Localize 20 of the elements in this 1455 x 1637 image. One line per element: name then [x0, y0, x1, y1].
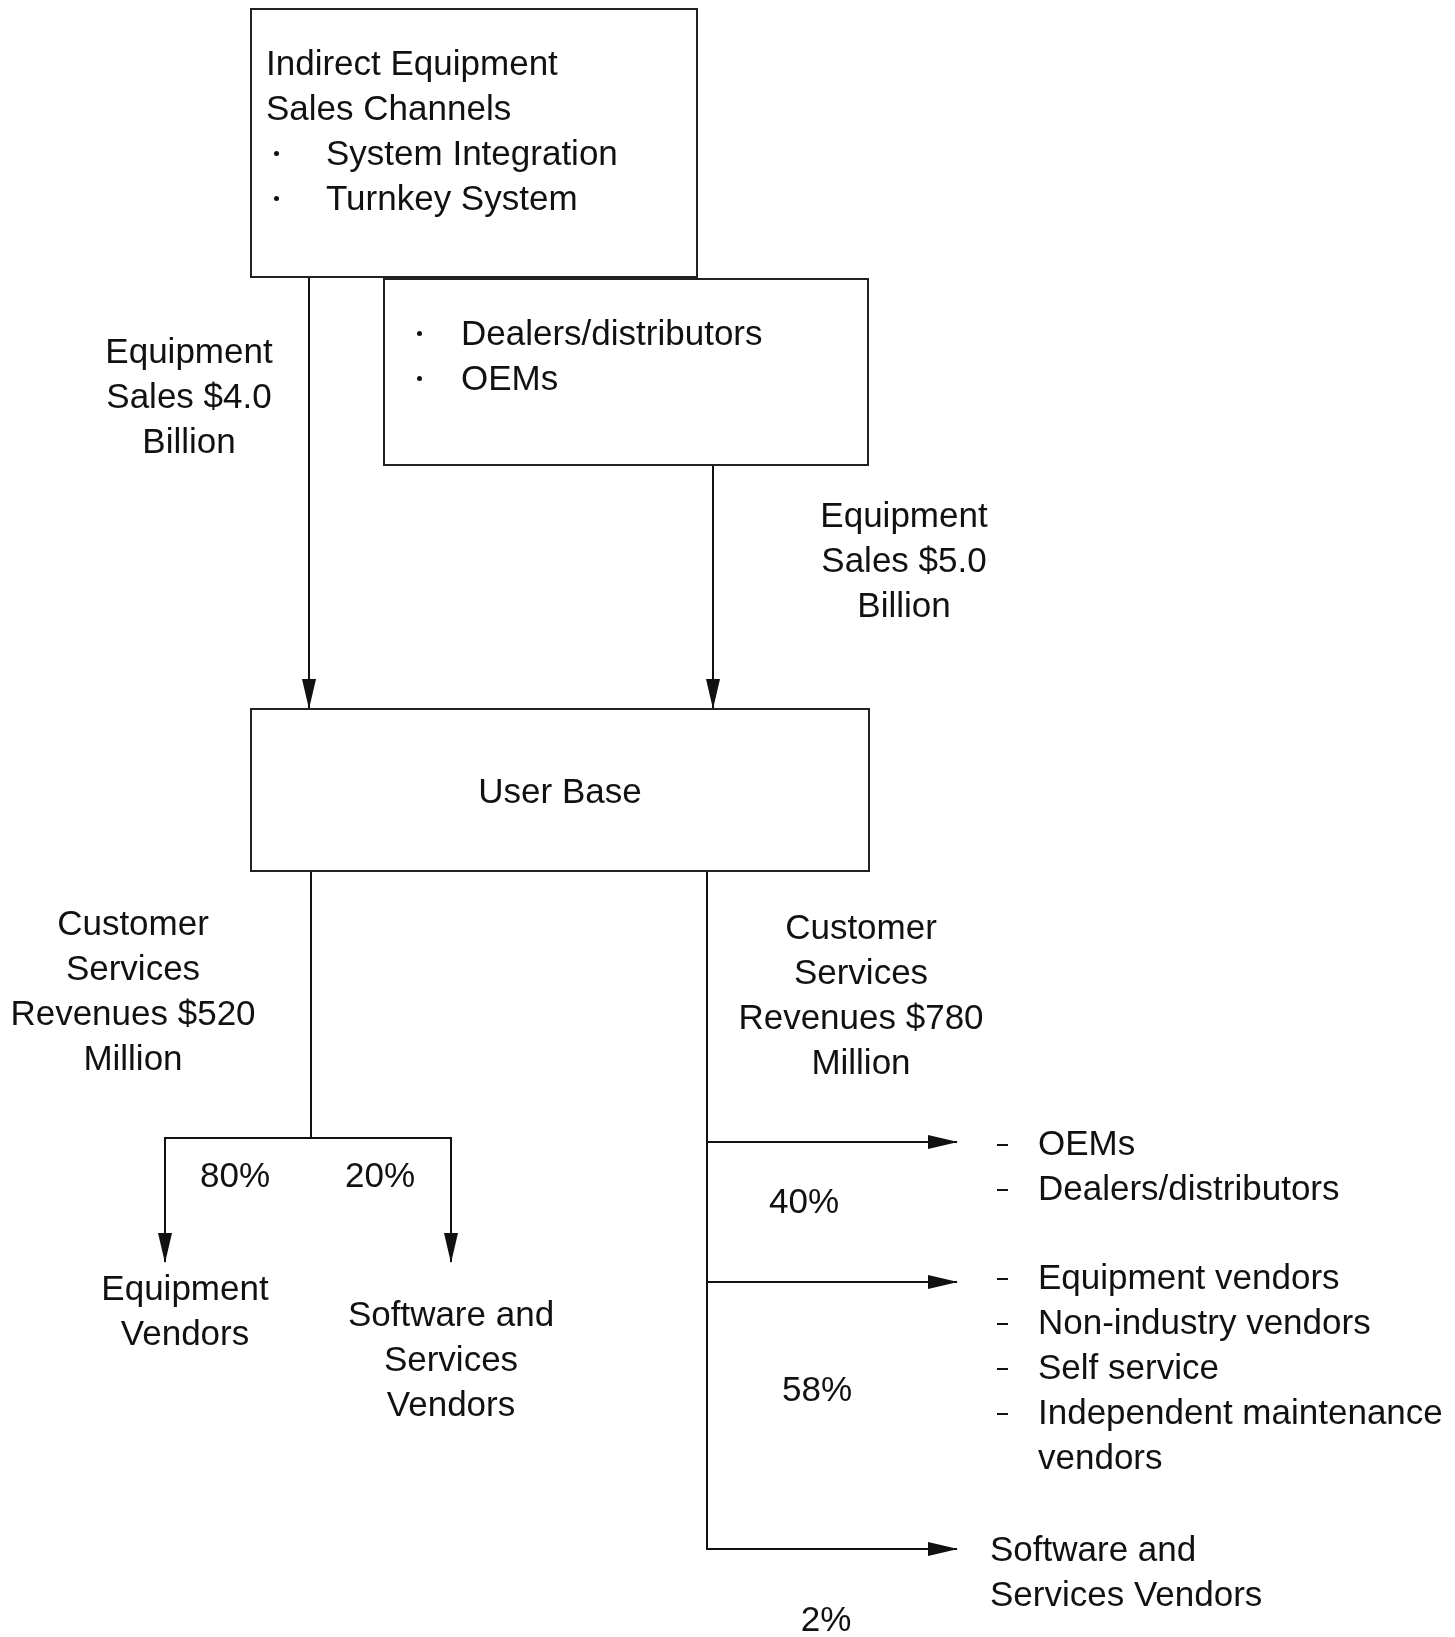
- box-text: Turnkey System: [326, 177, 578, 219]
- arrow: [302, 277, 316, 709]
- node-text: Software and Services Vendors: [990, 1528, 1264, 1615]
- box-text: Dealers/distributors: [461, 312, 763, 354]
- box-text: Indirect Equipment Sales Channels: [266, 42, 559, 129]
- node-text: OEMs: [1038, 1122, 1136, 1164]
- arrow: [706, 465, 720, 709]
- process-box: [250, 708, 870, 872]
- box-text: System Integration: [326, 132, 618, 174]
- node-text: Software and Services Vendors: [346, 1292, 556, 1425]
- node-text: Independent maintenance vendors: [1038, 1391, 1444, 1478]
- node-text: Equipment vendors: [1038, 1256, 1340, 1298]
- box-text: User Base: [478, 769, 642, 812]
- process-box: [250, 8, 698, 278]
- process-box: [383, 278, 869, 466]
- box-text: OEMs: [461, 357, 559, 399]
- node-text: Self service: [1038, 1346, 1219, 1388]
- node-text: Dealers/distributors: [1038, 1167, 1340, 1209]
- node-text: Equipment Vendors: [100, 1267, 270, 1354]
- node-text: Non-industry vendors: [1038, 1301, 1371, 1343]
